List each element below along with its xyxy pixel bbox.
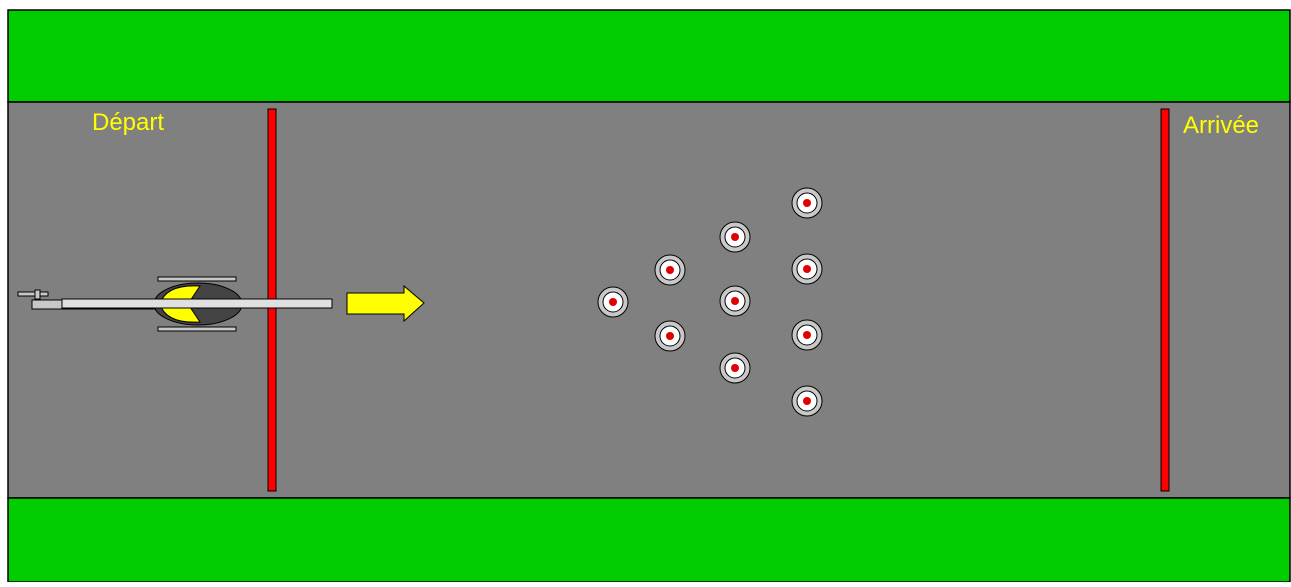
target-icon [720, 353, 750, 383]
grass-bottom [8, 498, 1290, 582]
target-icon [720, 286, 750, 316]
target-icon [792, 386, 822, 416]
finish-label: Arrivée [1183, 114, 1259, 138]
target-icon [598, 287, 628, 317]
target-icon [792, 254, 822, 284]
start-label: Départ [92, 111, 164, 135]
target-icon [655, 321, 685, 351]
target-icon [720, 222, 750, 252]
grass-top [8, 10, 1290, 102]
target-icon [792, 320, 822, 350]
finish-line [1161, 109, 1169, 491]
target-icon [792, 188, 822, 218]
target-icon [655, 255, 685, 285]
